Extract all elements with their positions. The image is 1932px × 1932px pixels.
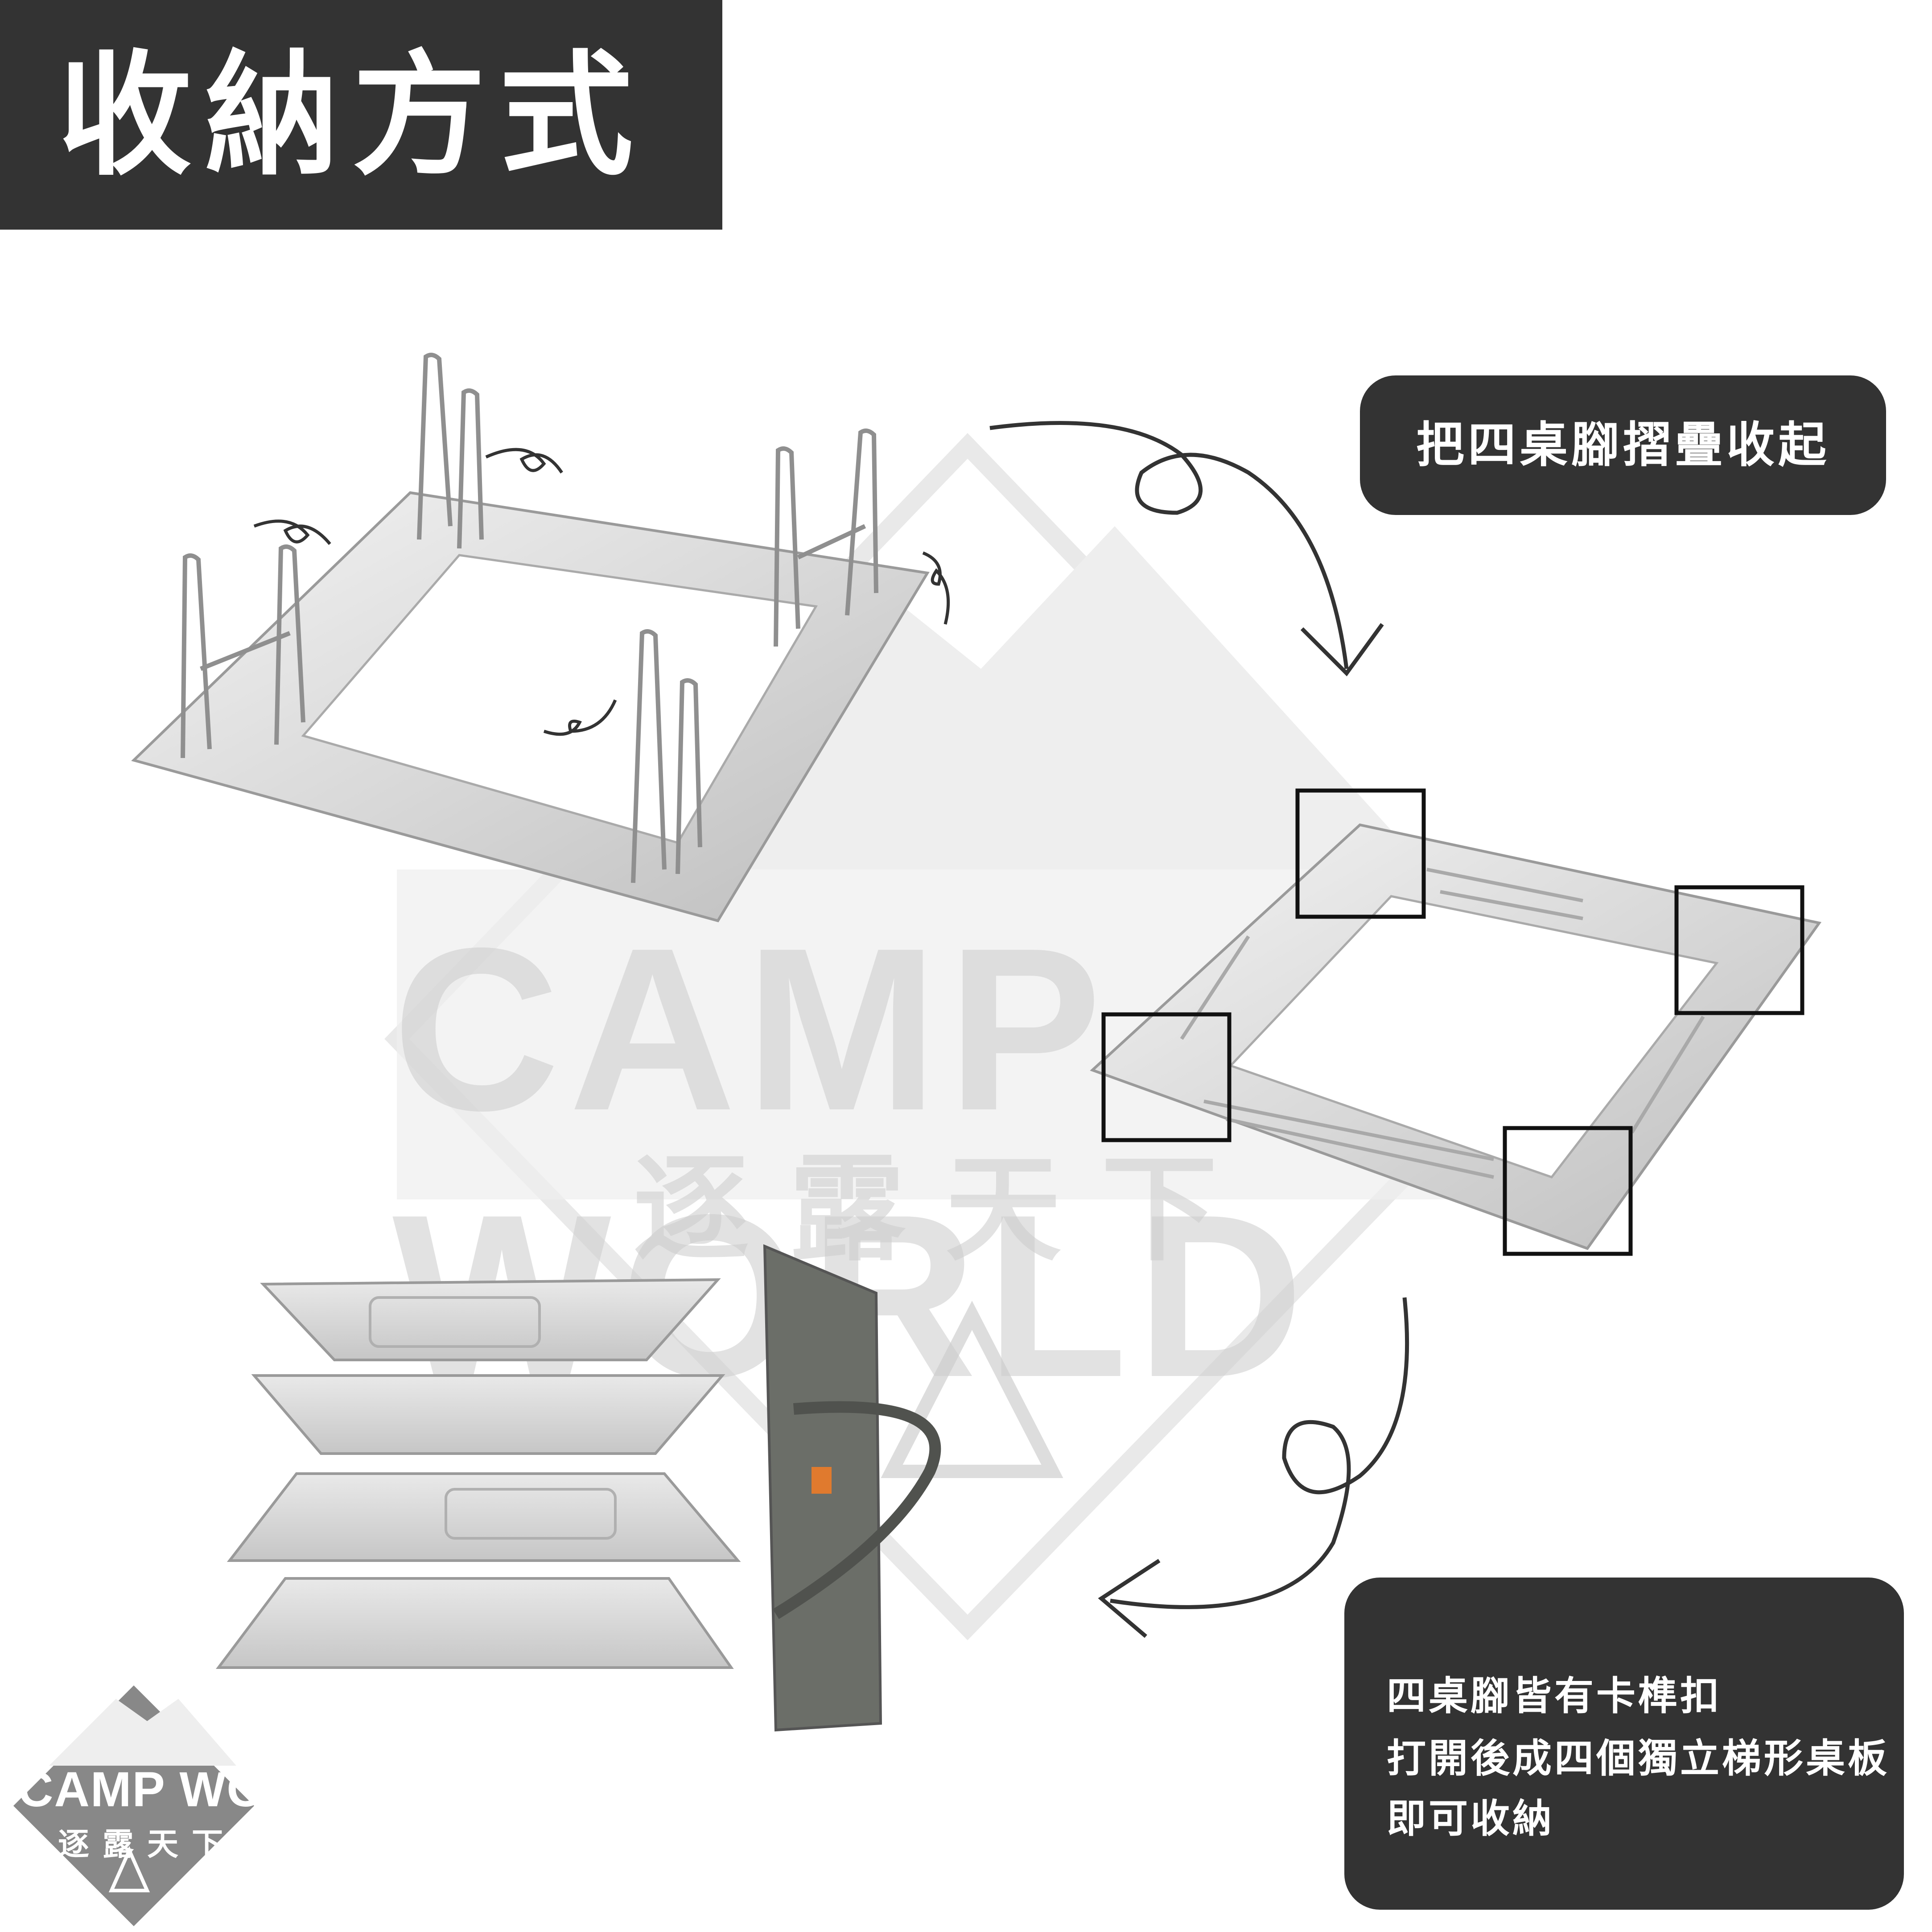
logo-brand: CAMP WORLD	[18, 1762, 369, 1817]
step-label-line-2: 打開後成四個獨立梯形桌板	[1387, 1735, 1890, 1781]
joint-highlight-boxes	[1101, 788, 1804, 1256]
bag-patch	[812, 1467, 832, 1494]
table-legs-up-image	[131, 353, 930, 923]
curved-arrow-icon	[989, 421, 1384, 676]
step-label-line-3: 即可收納	[1387, 1796, 1555, 1841]
step-label-fold-legs: 把四桌腳摺疊收起	[1360, 375, 1886, 515]
mountain-icon	[49, 1699, 236, 1766]
logo-subtitle: 逐露天下	[58, 1826, 236, 1862]
storage-bag-image	[763, 1244, 941, 1732]
page-title: 收納方式	[58, 38, 647, 194]
curved-arrow-icon	[253, 448, 950, 736]
table-legs-folded-image	[1090, 823, 1822, 1250]
step-label-fold-legs-text: 把四桌腳摺疊收起	[1416, 417, 1830, 473]
step-label-split-panels: 四桌腳皆有卡榫扣 打開後成四個獨立梯形桌板 即可收納	[1344, 1578, 1904, 1910]
trapezoid-panels-image	[216, 1278, 741, 1669]
title-panel	[0, 0, 722, 230]
watermark-subtitle: 逐露天下	[633, 1142, 1257, 1277]
step-label-line-1: 四桌腳皆有卡榫扣	[1387, 1673, 1722, 1719]
brand-logo	[13, 1685, 254, 1926]
tent-icon	[108, 1846, 150, 1892]
curved-arrow-icon	[1098, 1297, 1409, 1638]
